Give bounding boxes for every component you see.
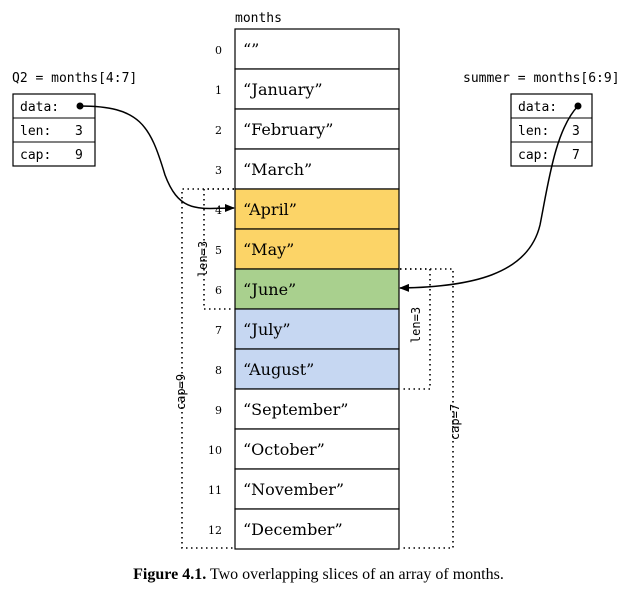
q2-field-cap-name: cap: [20,148,51,163]
array-cell: 0 “” [215,28,400,70]
summer-field-len-name: len: [518,124,549,139]
array-cell-label: “August” [243,360,314,379]
q2-field-len-value: 3 [75,124,83,139]
summer-cap-label: cap=7 [448,404,462,440]
array-cell: 7 “July” [215,308,400,350]
q2-field-cap-value: 9 [75,148,83,163]
array-cell: 6 “June” [215,268,400,310]
summer-field-len-value: 3 [572,124,580,139]
array-index-label: 9 [215,404,222,417]
array-cell: 8 “August” [215,348,400,390]
array-cell-label: “April” [243,200,297,219]
array-cell-label: “January” [243,80,323,99]
array-cell-box [234,508,400,550]
array-cell-label: “October” [243,440,325,459]
q2-len-label: len=3 [196,241,210,277]
array-index-label: 4 [215,204,222,217]
summer-field-cap-name: cap: [518,148,549,163]
array-title: months [235,11,282,26]
summer-field-data-name: data: [518,100,557,115]
array-index-label: 12 [208,524,222,537]
q2-field-data-name: data: [20,100,59,115]
array-index-label: 5 [215,244,222,257]
q2-field-len-name: len: [20,124,51,139]
array-cell-label: “November” [243,480,344,499]
array-cell-box [234,268,400,310]
array-index-label: 0 [215,44,222,57]
array-cell: 5 “May” [215,228,400,270]
array-cell-label: “June” [243,280,296,299]
array-index-label: 8 [215,364,222,377]
array-cells: 0 “” 1 “January” 2 “February” 3 “March” 4 “April”… [208,28,400,550]
array-cell: 2 “February” [215,108,400,150]
summer-data-pointer-arrow [399,105,579,292]
q2-header-box: data: len: 3 cap: 9 [12,93,96,167]
array-cell: 3 “March” [215,148,400,190]
array-cell-box [234,28,400,70]
summer-header-box: data: len: 3 cap: 7 [510,93,593,167]
array-index-label: 10 [208,444,222,457]
array-index-label: 1 [215,84,222,97]
array-cell-label: “July” [243,320,291,339]
array-cell-box [234,148,400,190]
array-cell: 10 “October” [208,428,400,470]
figure-caption: Figure 4.1. Two overlapping slices of an… [0,566,637,584]
array-cell: 12 “December” [208,508,400,550]
array-cell-label: “September” [243,400,348,419]
q2-cap-label: cap=9 [174,374,188,410]
array-cell: 9 “September” [215,388,400,430]
array-cell-label: “February” [243,120,333,139]
array-index-label: 7 [215,324,222,337]
array-index-label: 6 [215,284,222,297]
array-cell-label: “” [243,40,259,59]
summer-len-label: len=3 [409,307,423,343]
array-index-label: 11 [208,484,222,497]
array-cell-label: “December” [243,520,343,539]
q2-title: Q2 = months[4:7] [12,71,137,86]
array-cell-box [234,348,400,390]
array-cell-box [234,428,400,470]
summer-field-cap-value: 7 [572,148,580,163]
array-index-label: 3 [215,164,222,177]
summer-slice: summer = months[6:9] data: len: 3 cap: 7… [399,71,620,549]
array-cell: 1 “January” [215,68,400,110]
figure-caption-label: Figure 4.1. [133,566,207,583]
array-index-label: 2 [215,124,222,137]
array-cell-box [234,188,400,230]
array-cell-label: “March” [243,160,312,179]
q2-slice: Q2 = months[4:7] data: len: 3 cap: 9 len… [12,71,235,549]
q2-data-pointer-arrow [79,105,235,213]
q2-cap-bracket [181,188,234,549]
figure-caption-text: Two overlapping slices of an array of mo… [209,566,504,583]
array-cell: 4 “April” [215,188,400,230]
array-cell-box [234,68,400,110]
summer-cap-bracket [400,268,454,549]
array-cell-label: “May” [243,240,294,259]
summer-title: summer = months[6:9] [463,71,620,86]
array-cell-box [234,468,400,510]
array-cell-box [234,108,400,150]
array-cell: 11 “November” [208,468,400,510]
